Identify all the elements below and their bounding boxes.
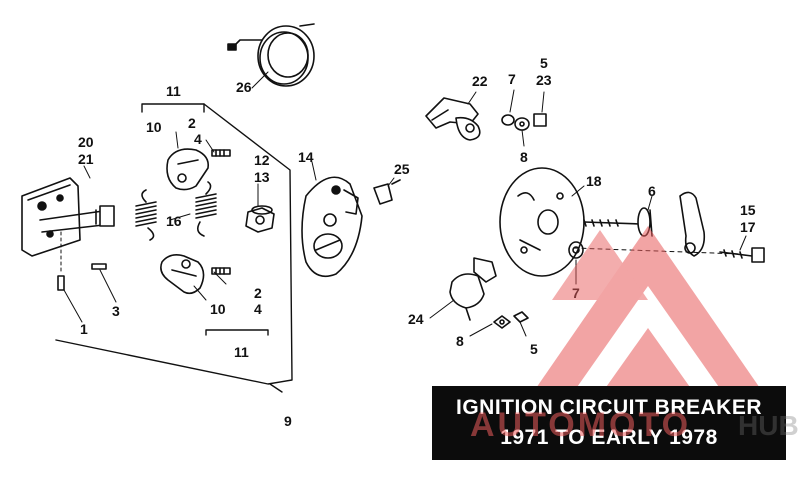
callout-4-top: 4 xyxy=(194,131,202,147)
callout-20: 20 xyxy=(78,134,94,150)
callout-18: 18 xyxy=(586,173,602,189)
spring-left-part xyxy=(135,189,157,241)
callout-13: 13 xyxy=(254,169,270,185)
condenser-part xyxy=(449,257,497,321)
callout-7-bottom: 7 xyxy=(572,285,580,301)
callout-16: 16 xyxy=(166,213,182,229)
small-pin-part xyxy=(91,263,117,303)
breaker-plate-part xyxy=(301,176,363,278)
callout-6: 6 xyxy=(648,183,656,199)
callout-22: 22 xyxy=(472,73,488,89)
weight-pin-lower xyxy=(211,267,231,275)
callout-15: 15 xyxy=(740,202,756,218)
callout-5-top: 5 xyxy=(540,55,548,71)
callout-9: 9 xyxy=(284,413,292,429)
callout-3: 3 xyxy=(112,303,120,319)
leader-lines xyxy=(83,71,747,337)
callout-1: 1 xyxy=(80,321,88,337)
diagram-title-box: IGNITION CIRCUIT BREAKER 1971 TO EARLY 1… xyxy=(432,386,786,460)
triangle-logo-icon xyxy=(514,226,782,420)
cam-bushing-part xyxy=(245,205,275,233)
callout-5-bottom: 5 xyxy=(530,341,538,357)
washer-set-upper xyxy=(501,113,547,147)
callout-10-bottom: 10 xyxy=(210,301,226,317)
callout-11-bottom: 11 xyxy=(234,344,249,360)
coiled-wire-part xyxy=(227,23,315,87)
callout-8-top: 8 xyxy=(520,149,528,165)
weight-pin-upper xyxy=(211,149,231,157)
callout-7-top: 7 xyxy=(508,71,516,87)
callout-2-top: 2 xyxy=(188,115,196,131)
washer-lower-part xyxy=(568,241,584,259)
diagram-title: IGNITION CIRCUIT BREAKER xyxy=(456,396,762,419)
callout-25: 24 xyxy=(408,311,424,327)
callout-10-top: 10 xyxy=(146,119,162,135)
weight-upper-part xyxy=(166,148,210,191)
callout-23: 23 xyxy=(536,72,552,88)
shaft-plate-part xyxy=(21,177,115,257)
callout-24: 25 xyxy=(394,161,410,177)
callout-17: 17 xyxy=(740,219,756,235)
callout-26: 26 xyxy=(236,79,252,95)
spring-right-part xyxy=(195,181,217,237)
watermark-suffix: HUB xyxy=(738,410,799,441)
rotor-arm-part xyxy=(679,191,765,263)
weight-lower-part xyxy=(160,254,205,295)
diagram-subtitle: 1971 TO EARLY 1978 xyxy=(500,426,718,449)
pin-part xyxy=(57,231,83,323)
callout-14: 14 xyxy=(298,149,314,165)
long-screw-part xyxy=(583,207,653,237)
base-plate-part xyxy=(499,167,585,277)
watermark-brand: AUTOMOTO xyxy=(470,406,692,444)
callout-12: 12 xyxy=(254,152,270,168)
callout-2-bottom: 2 xyxy=(254,285,262,301)
callout-11-top: 11 xyxy=(166,83,181,99)
breaker-point-set-part xyxy=(425,97,481,141)
callout-21: 21 xyxy=(78,151,94,167)
callout-8-bottom: 8 xyxy=(456,333,464,349)
callout-4-bottom: 4 xyxy=(254,301,262,317)
washer-screw-lower xyxy=(493,311,529,337)
clip-part xyxy=(373,179,401,205)
